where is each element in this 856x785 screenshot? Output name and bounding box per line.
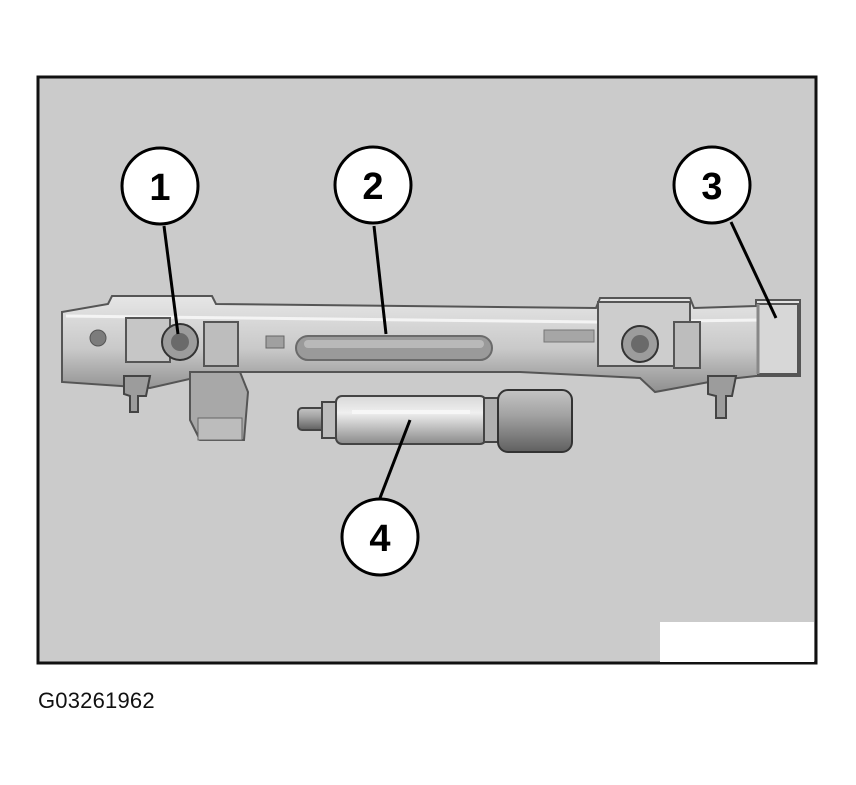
callout-1-label: 1 (149, 167, 170, 209)
callout-4: 4 (340, 497, 420, 577)
callout-3: 3 (672, 145, 752, 225)
callout-2-label: 2 (362, 166, 383, 208)
leader-line-1 (162, 225, 180, 335)
callout-2: 2 (333, 145, 413, 225)
right-clamp (597, 301, 738, 419)
component-figure: 1 2 3 4 (36, 75, 818, 665)
leader-line-2 (372, 225, 388, 335)
callout-4-label: 4 (369, 518, 390, 560)
callout-1: 1 (120, 146, 200, 226)
left-clamp (123, 317, 239, 413)
leader-line-4 (378, 419, 412, 499)
blank-label-patch (660, 622, 814, 662)
figure-code: G03261962 (38, 688, 155, 713)
cylinder-component (297, 389, 573, 453)
callout-3-label: 3 (701, 166, 722, 208)
leader-line-3 (729, 221, 778, 319)
